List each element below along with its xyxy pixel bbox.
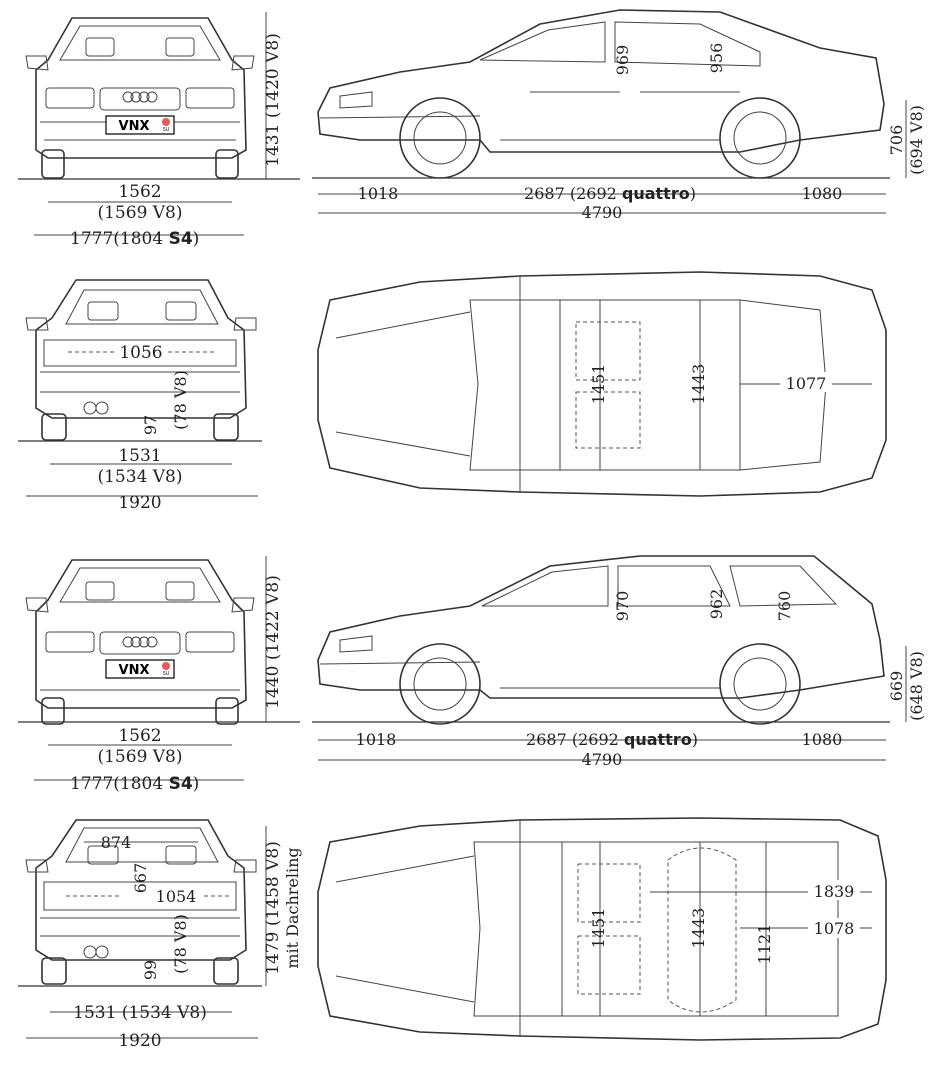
avant-rear-track: 1531 (1534 V8) <box>73 1003 207 1023</box>
avant-top-view: 1451 1443 1121 1839 1078 <box>317 817 887 1041</box>
sedan-mirror-width: 1920 <box>118 493 161 513</box>
avant-front-width: 1777(1804 S4) <box>70 774 199 794</box>
plate-front-avant: VNX SU <box>105 659 175 679</box>
plate-text: VNX <box>119 663 150 678</box>
avant-rear-overhang: 1080 <box>802 730 843 749</box>
plate-front-sedan: VNX SU <box>105 115 175 135</box>
plate-badge: SU <box>163 671 170 677</box>
sedan-front-headroom: 969 <box>613 45 632 76</box>
plate-badge: SU <box>163 127 170 133</box>
sedan-trunk-length: 1077 <box>786 374 827 393</box>
avant-front-track: 1562 <box>118 726 161 746</box>
sedan-front-width: 1777(1804 S4) <box>70 229 199 249</box>
avant-wheelbase: 2687 (2692 quattro) <box>526 730 698 749</box>
avant-opening-width: 874 <box>101 833 132 852</box>
avant-front-height: 1440 (1422 V8) <box>263 575 283 709</box>
sedan-side-view: 1018 2687 (2692 quattro) 1080 4790 969 9… <box>312 9 926 222</box>
avant-opening-height: 667 <box>131 863 150 894</box>
sedan-front-height: 1431 (1420 V8) <box>263 33 283 167</box>
avant-front-view: VNX SU 1562 (1569 V8) 1777(1804 S4) 1440… <box>18 556 300 794</box>
avant-side-view: 1018 2687 (2692 quattro) 1080 4790 970 9… <box>312 555 926 769</box>
sedan-ground-clearance-v8: (78 V8) <box>171 370 190 430</box>
sedan-rear-inner-width: 1056 <box>119 343 162 363</box>
avant-length: 4790 <box>582 750 623 769</box>
avant-sill-height-v8: (648 V8) <box>907 651 926 721</box>
avant-mirror-width: 1920 <box>118 1031 161 1051</box>
sedan-shoulder-rear: 1443 <box>689 364 708 405</box>
avant-cargo-width: 1121 <box>755 924 774 965</box>
sedan-front-track-v8: (1569 V8) <box>97 203 182 223</box>
sedan-rear-track: 1531 <box>118 446 161 466</box>
sedan-wheelbase: 2687 (2692 quattro) <box>524 184 696 203</box>
sedan-front-overhang: 1018 <box>358 184 399 203</box>
avant-front-overhang: 1018 <box>356 730 397 749</box>
plate-text: VNX <box>119 119 150 134</box>
avant-front-headroom: 970 <box>613 591 632 622</box>
avant-cargo-height: 760 <box>775 591 794 622</box>
sedan-top-view: 1451 1443 1077 <box>317 271 887 497</box>
sedan-shoulder-front: 1451 <box>589 364 608 405</box>
avant-ground-clearance-v8: (78 V8) <box>171 914 190 974</box>
sedan-sill-height: 706 <box>887 125 906 156</box>
avant-height-rails-note: mit Dachreling <box>283 847 302 968</box>
avant-ground-clearance: 99 <box>141 960 160 980</box>
sedan-front-view: VNX SU 1562 (1569 V8) 1777(1804 S4) 1431… <box>18 12 300 249</box>
avant-sill-height: 669 <box>887 671 906 702</box>
sedan-front-track: 1562 <box>118 182 161 202</box>
sedan-rear-track-v8: (1534 V8) <box>97 467 182 487</box>
avant-height-rails: 1479 (1458 V8) <box>263 841 283 975</box>
avant-rear-view: 874 667 1054 99 (78 V8) 1531 (1534 V8) 1… <box>18 819 302 1051</box>
sedan-sill-height-v8: (694 V8) <box>907 105 926 175</box>
sedan-rear-view: 1056 97 (78 V8) 1531 (1534 V8) 1920 <box>18 279 262 513</box>
avant-shoulder-front: 1451 <box>589 908 608 949</box>
avant-rear-headroom: 962 <box>707 589 726 620</box>
sedan-ground-clearance: 97 <box>141 415 160 435</box>
sedan-rear-overhang: 1080 <box>802 184 843 203</box>
sedan-rear-headroom: 956 <box>707 43 726 74</box>
sedan-length: 4790 <box>582 203 623 222</box>
avant-cargo-length-max: 1839 <box>814 882 855 901</box>
avant-cargo-length: 1078 <box>814 919 855 938</box>
avant-front-track-v8: (1569 V8) <box>97 747 182 767</box>
avant-shoulder-rear: 1443 <box>689 908 708 949</box>
avant-rear-inner-width: 1054 <box>156 887 197 906</box>
